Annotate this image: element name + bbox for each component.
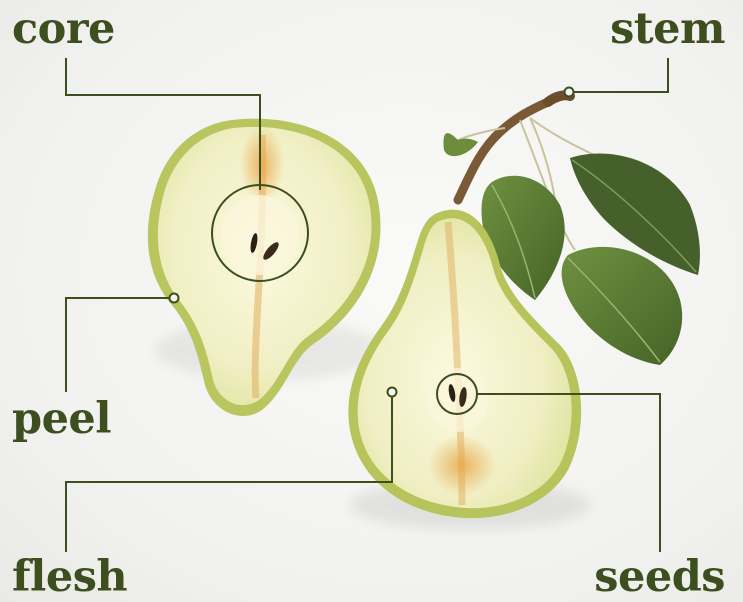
- label-stem: stem: [610, 8, 725, 51]
- label-peel: peel: [12, 398, 111, 441]
- leaf-stalk-2: [530, 118, 600, 158]
- label-flesh: flesh: [12, 556, 127, 599]
- peel-leader-line: [66, 298, 170, 392]
- leaf-small: [444, 133, 478, 156]
- stem-leader-line: [573, 58, 668, 92]
- core-stain-left: [240, 125, 284, 205]
- core-stain-right: [428, 435, 496, 495]
- leaf-lower-right: [562, 247, 683, 365]
- stem-leader-dot: [565, 88, 574, 97]
- flesh-leader-dot: [388, 388, 397, 397]
- flesh-leader-line: [66, 396, 392, 552]
- label-core: core: [12, 8, 115, 51]
- peel-leader-dot: [170, 294, 179, 303]
- label-seeds: seeds: [594, 556, 725, 599]
- core-area-left: [222, 195, 298, 275]
